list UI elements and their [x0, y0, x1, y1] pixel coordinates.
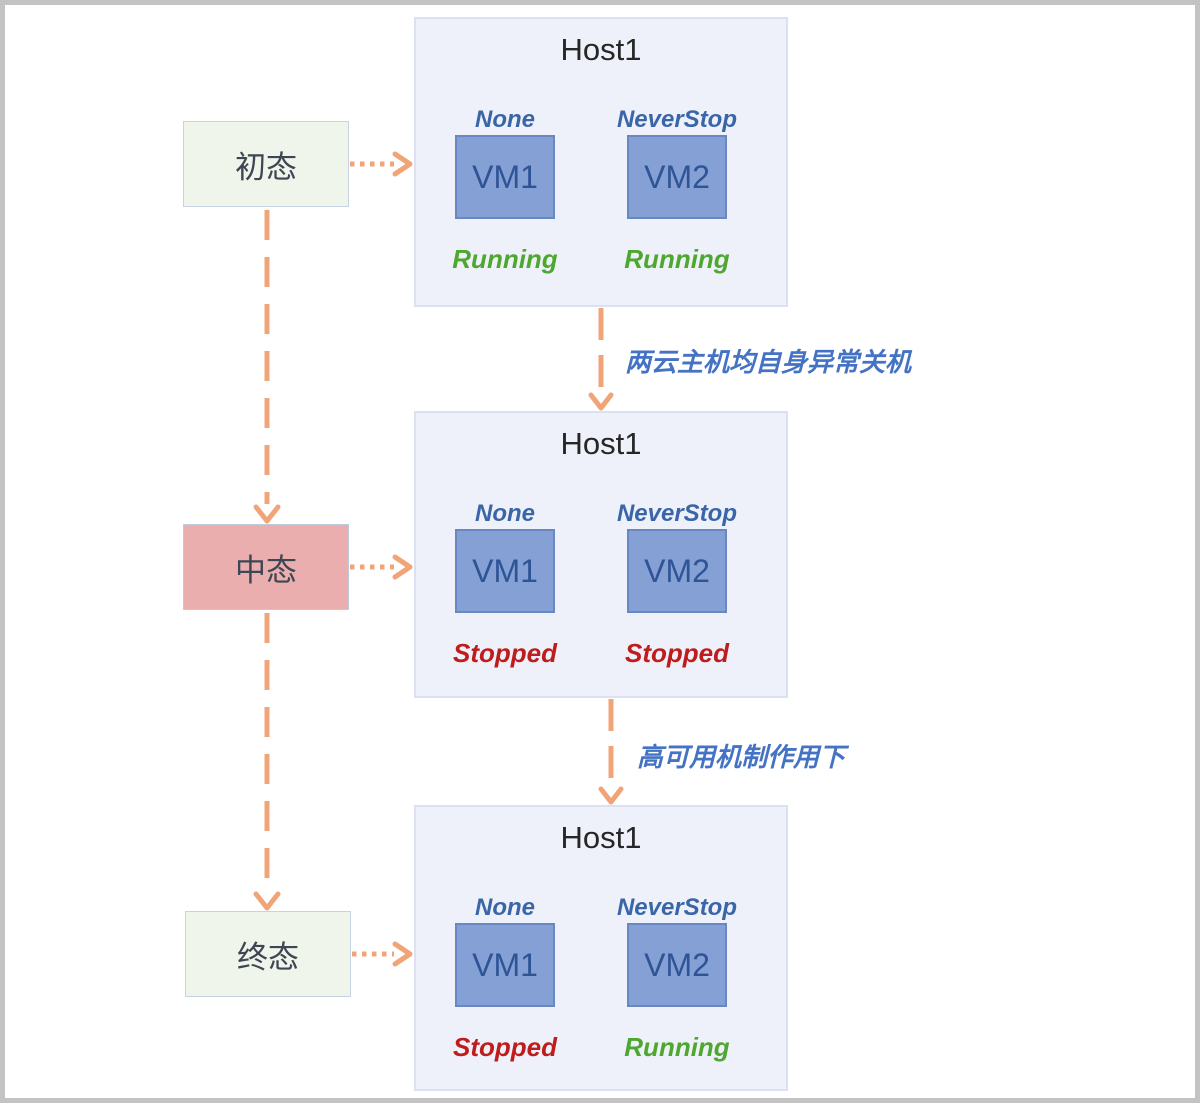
- arrow-middle-to-host-icon: [350, 554, 413, 580]
- vm-column-vm2: NeverStop VM2 Running: [602, 105, 752, 275]
- vm-status-label: Running: [624, 244, 730, 274]
- arrow-host2-to-host3-icon: [598, 699, 624, 805]
- vm-name-label: VM1: [472, 552, 538, 589]
- transition-label-abnormal-shutdown: 两云主机均自身异常关机: [625, 347, 912, 377]
- vm-row: None VM1 Stopped NeverStop VM2 Running: [416, 893, 786, 1063]
- state-box-middle: 中态: [183, 524, 349, 610]
- vm-status-label: Stopped: [453, 638, 557, 668]
- vm1-box: VM1: [455, 529, 555, 613]
- vm-name-label: VM2: [644, 158, 710, 195]
- vm-column-vm2: NeverStop VM2 Running: [602, 893, 752, 1063]
- vm-name-label: VM1: [472, 946, 538, 983]
- vm-policy-label: None: [475, 500, 535, 527]
- host-box-initial: Host1 None VM1 Running NeverStop VM2 Run…: [414, 17, 788, 307]
- vm-row: None VM1 Running NeverStop VM2 Running: [416, 105, 786, 275]
- vm-policy-label: NeverStop: [616, 894, 738, 921]
- vm-name-label: VM2: [644, 946, 710, 983]
- vm-status-label: Running: [624, 1032, 730, 1062]
- state-label-final: 终态: [237, 939, 299, 975]
- arrow-host1-to-host2-icon: [588, 308, 614, 411]
- vm-name-label: VM1: [472, 158, 538, 195]
- vm-policy-label: NeverStop: [616, 106, 738, 133]
- host-title: Host1: [560, 820, 642, 855]
- host-box-middle: Host1 None VM1 Stopped NeverStop VM2 Sto…: [414, 411, 788, 698]
- vm-policy-label: NeverStop: [616, 500, 738, 527]
- vm-policy-label: None: [475, 894, 535, 921]
- vm-name-label: VM2: [644, 552, 710, 589]
- transition-label-ha-mechanism: 高可用机制作用下: [637, 742, 846, 772]
- state-label-initial: 初态: [235, 149, 297, 185]
- state-label-middle: 中态: [235, 552, 297, 588]
- vm-column-vm1: None VM1 Stopped: [430, 893, 580, 1063]
- host-title: Host1: [560, 32, 642, 67]
- state-box-initial: 初态: [183, 121, 349, 207]
- vm-policy-label: None: [475, 106, 535, 133]
- vm1-box: VM1: [455, 923, 555, 1007]
- arrow-middle-to-final-icon: [253, 613, 281, 911]
- vm-row: None VM1 Stopped NeverStop VM2 Stopped: [416, 499, 786, 669]
- vm-column-vm2: NeverStop VM2 Stopped: [602, 499, 752, 669]
- vm-status-label: Stopped: [453, 1032, 557, 1062]
- host-box-final: Host1 None VM1 Stopped NeverStop VM2 Run…: [414, 805, 788, 1091]
- vm1-box: VM1: [455, 135, 555, 219]
- arrow-final-to-host-icon: [352, 941, 413, 967]
- vm2-box: VM2: [627, 529, 727, 613]
- state-box-final: 终态: [185, 911, 351, 997]
- vm-column-vm1: None VM1 Running: [430, 105, 580, 275]
- vm2-box: VM2: [627, 135, 727, 219]
- arrow-initial-to-middle-icon: [253, 210, 281, 524]
- vm-status-label: Running: [452, 244, 558, 274]
- arrow-initial-to-host-icon: [350, 151, 413, 177]
- vm2-box: VM2: [627, 923, 727, 1007]
- vm-column-vm1: None VM1 Stopped: [430, 499, 580, 669]
- host-title: Host1: [560, 426, 642, 461]
- vm-status-label: Stopped: [625, 638, 729, 668]
